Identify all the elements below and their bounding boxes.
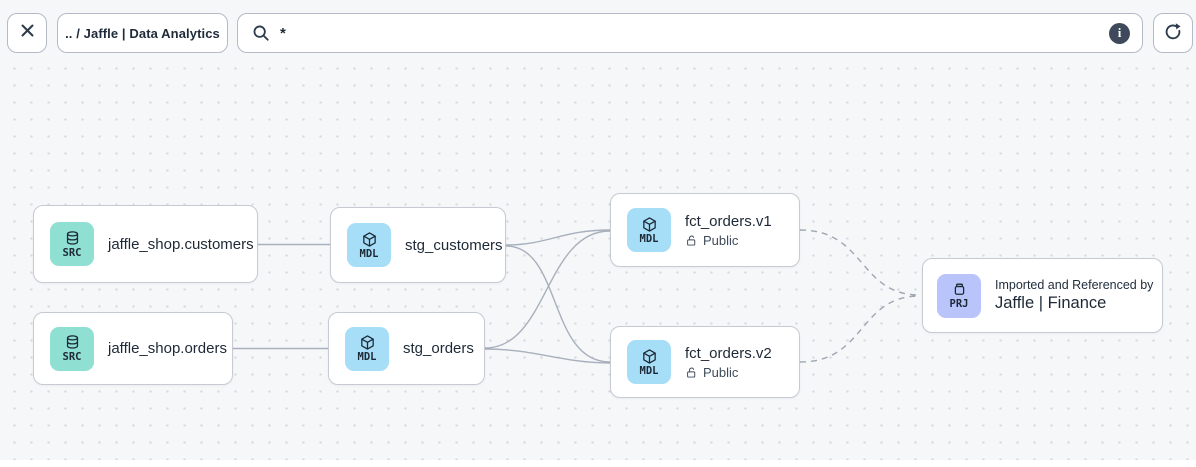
badge-label: SRC bbox=[62, 246, 82, 259]
unlock-icon bbox=[687, 367, 696, 378]
source-badge: SRC bbox=[50, 326, 94, 371]
refresh-icon bbox=[1162, 20, 1184, 47]
badge-label: SRC bbox=[62, 351, 82, 363]
node-title: jaffle_shop.orders bbox=[108, 340, 227, 357]
access-label: Public bbox=[703, 232, 739, 248]
node-title: fct_orders.v1 bbox=[685, 212, 772, 230]
source-badge: SRC bbox=[50, 222, 94, 266]
node-jaffle-finance-project[interactable]: PRJ Imported and Referenced by Jaffle | … bbox=[922, 258, 1163, 333]
node-fct-orders-v2[interactable]: MDL fct_orders.v2 Public bbox=[610, 326, 800, 398]
model-badge: MDL bbox=[627, 208, 671, 252]
search-input[interactable] bbox=[280, 24, 1099, 42]
search-bar[interactable]: i bbox=[237, 13, 1143, 53]
cube-icon bbox=[642, 348, 656, 364]
node-title: stg_orders bbox=[403, 340, 474, 357]
database-icon bbox=[66, 230, 78, 245]
node-stg-orders[interactable]: MDL stg_orders bbox=[328, 312, 485, 385]
search-icon bbox=[252, 24, 270, 42]
breadcrumb[interactable]: .. / Jaffle | Data Analytics bbox=[57, 13, 228, 53]
node-subtitle: Imported and Referenced by bbox=[995, 278, 1154, 292]
cube-icon bbox=[360, 335, 374, 350]
project-jar-icon bbox=[954, 283, 964, 295]
badge-label: MDL bbox=[639, 364, 659, 377]
badge-label: MDL bbox=[359, 247, 379, 260]
close-icon bbox=[20, 23, 35, 43]
cube-icon bbox=[642, 216, 656, 232]
breadcrumb-label: .. / Jaffle | Data Analytics bbox=[65, 25, 220, 41]
node-title: fct_orders.v2 bbox=[685, 344, 772, 362]
node-jaffle-shop-customers[interactable]: SRC jaffle_shop.customers bbox=[33, 205, 258, 283]
project-badge: PRJ bbox=[937, 273, 981, 318]
node-title: Jaffle | Finance bbox=[995, 294, 1107, 312]
cube-icon bbox=[362, 231, 376, 247]
close-button[interactable] bbox=[7, 13, 47, 53]
model-badge: MDL bbox=[627, 340, 671, 384]
unlock-icon bbox=[687, 235, 696, 246]
database-icon bbox=[66, 335, 78, 349]
info-icon[interactable]: i bbox=[1109, 22, 1130, 44]
node-stg-customers[interactable]: MDL stg_customers bbox=[330, 207, 506, 283]
node-title: jaffle_shop.customers bbox=[108, 235, 254, 253]
badge-label: PRJ bbox=[949, 298, 969, 310]
refresh-button[interactable] bbox=[1153, 13, 1193, 53]
badge-label: MDL bbox=[639, 232, 659, 245]
badge-label: MDL bbox=[357, 351, 377, 363]
bottom-strip bbox=[0, 460, 1196, 467]
node-fct-orders-v1[interactable]: MDL fct_orders.v1 Public bbox=[610, 193, 800, 267]
model-badge: MDL bbox=[345, 326, 389, 371]
node-jaffle-shop-orders[interactable]: SRC jaffle_shop.orders bbox=[33, 312, 233, 385]
model-badge: MDL bbox=[347, 223, 391, 267]
access-label: Public bbox=[703, 364, 739, 380]
node-title: stg_customers bbox=[405, 236, 503, 254]
